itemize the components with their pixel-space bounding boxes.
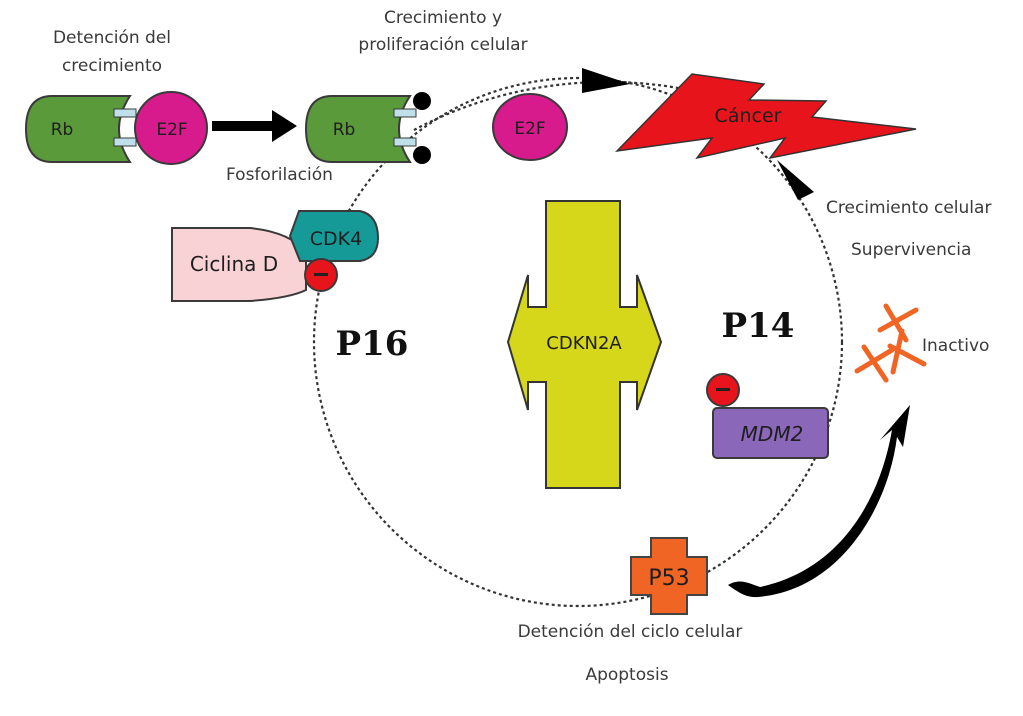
- survival-label: Supervivencia: [851, 240, 971, 260]
- inactivation-arrow: [728, 405, 910, 598]
- rb-e2f-complex: Rb E2F: [24, 91, 208, 165]
- cancer-label: Cáncer: [715, 105, 782, 127]
- phosphate-dot-top: [413, 92, 431, 110]
- p14-label: P14: [722, 306, 795, 346]
- inactive-p53-cluster: [854, 303, 927, 383]
- proliferation-label-1: Crecimiento y: [384, 8, 502, 28]
- cell-growth-arrowhead: [777, 160, 814, 200]
- mdm2-complex: MDM2: [706, 373, 829, 459]
- proliferation-arrowhead: [582, 68, 630, 93]
- minus-icon: [314, 273, 328, 276]
- proliferation-label-2: proliferación celular: [358, 35, 527, 55]
- connector-top-2: [393, 108, 417, 118]
- cell-cycle-arrest-label: Detención del ciclo celular: [518, 622, 743, 642]
- cancer-bolt: [614, 73, 917, 160]
- cdk4-label: CDK4: [310, 228, 362, 250]
- cdkn2a-label: CDKN2A: [546, 333, 622, 354]
- pathway-cycle: [312, 76, 844, 608]
- phosphate-dot-bottom: [413, 146, 431, 164]
- rb-protein-free: [304, 95, 412, 163]
- phosphorylation-arrow: [212, 110, 297, 142]
- p53-protein: P53: [630, 537, 708, 615]
- cyclin-d-label: Ciclina D: [190, 252, 278, 276]
- inactive-label: Inactivo: [922, 336, 989, 356]
- growth-arrest-label-1: Detención del: [53, 28, 171, 48]
- p16-label: P16: [336, 324, 409, 364]
- apoptosis-label: Apoptosis: [585, 665, 668, 685]
- phosphorylation-label: Fosforilación: [226, 165, 333, 185]
- e2f-protein-bound: [134, 91, 208, 165]
- mdm2-label: MDM2: [741, 422, 804, 446]
- growth-arrest-label-2: crecimiento: [62, 56, 162, 76]
- e2f-protein-free: [492, 93, 568, 161]
- connector-bottom-2: [393, 137, 417, 147]
- connector-top: [113, 108, 137, 118]
- e2f-label-1: E2F: [156, 120, 187, 140]
- rb-phosphorylated: Rb: [304, 92, 431, 164]
- cdk4: [288, 210, 380, 262]
- cell-growth-label: Crecimiento celular: [826, 198, 991, 218]
- cyclin-d-cdk4-complex: Ciclina D CDK4: [171, 210, 380, 302]
- mdm2: [712, 407, 829, 459]
- cdkn2a-gene: CDKN2A: [506, 200, 663, 489]
- minus-icon: [716, 388, 730, 391]
- rb-protein-bound: [24, 95, 132, 163]
- rb-label-1: Rb: [51, 120, 74, 140]
- connector-bottom: [113, 137, 137, 147]
- p53-label: P53: [648, 566, 689, 591]
- rb-label-2: Rb: [333, 120, 356, 140]
- e2f-label-2: E2F: [514, 119, 545, 139]
